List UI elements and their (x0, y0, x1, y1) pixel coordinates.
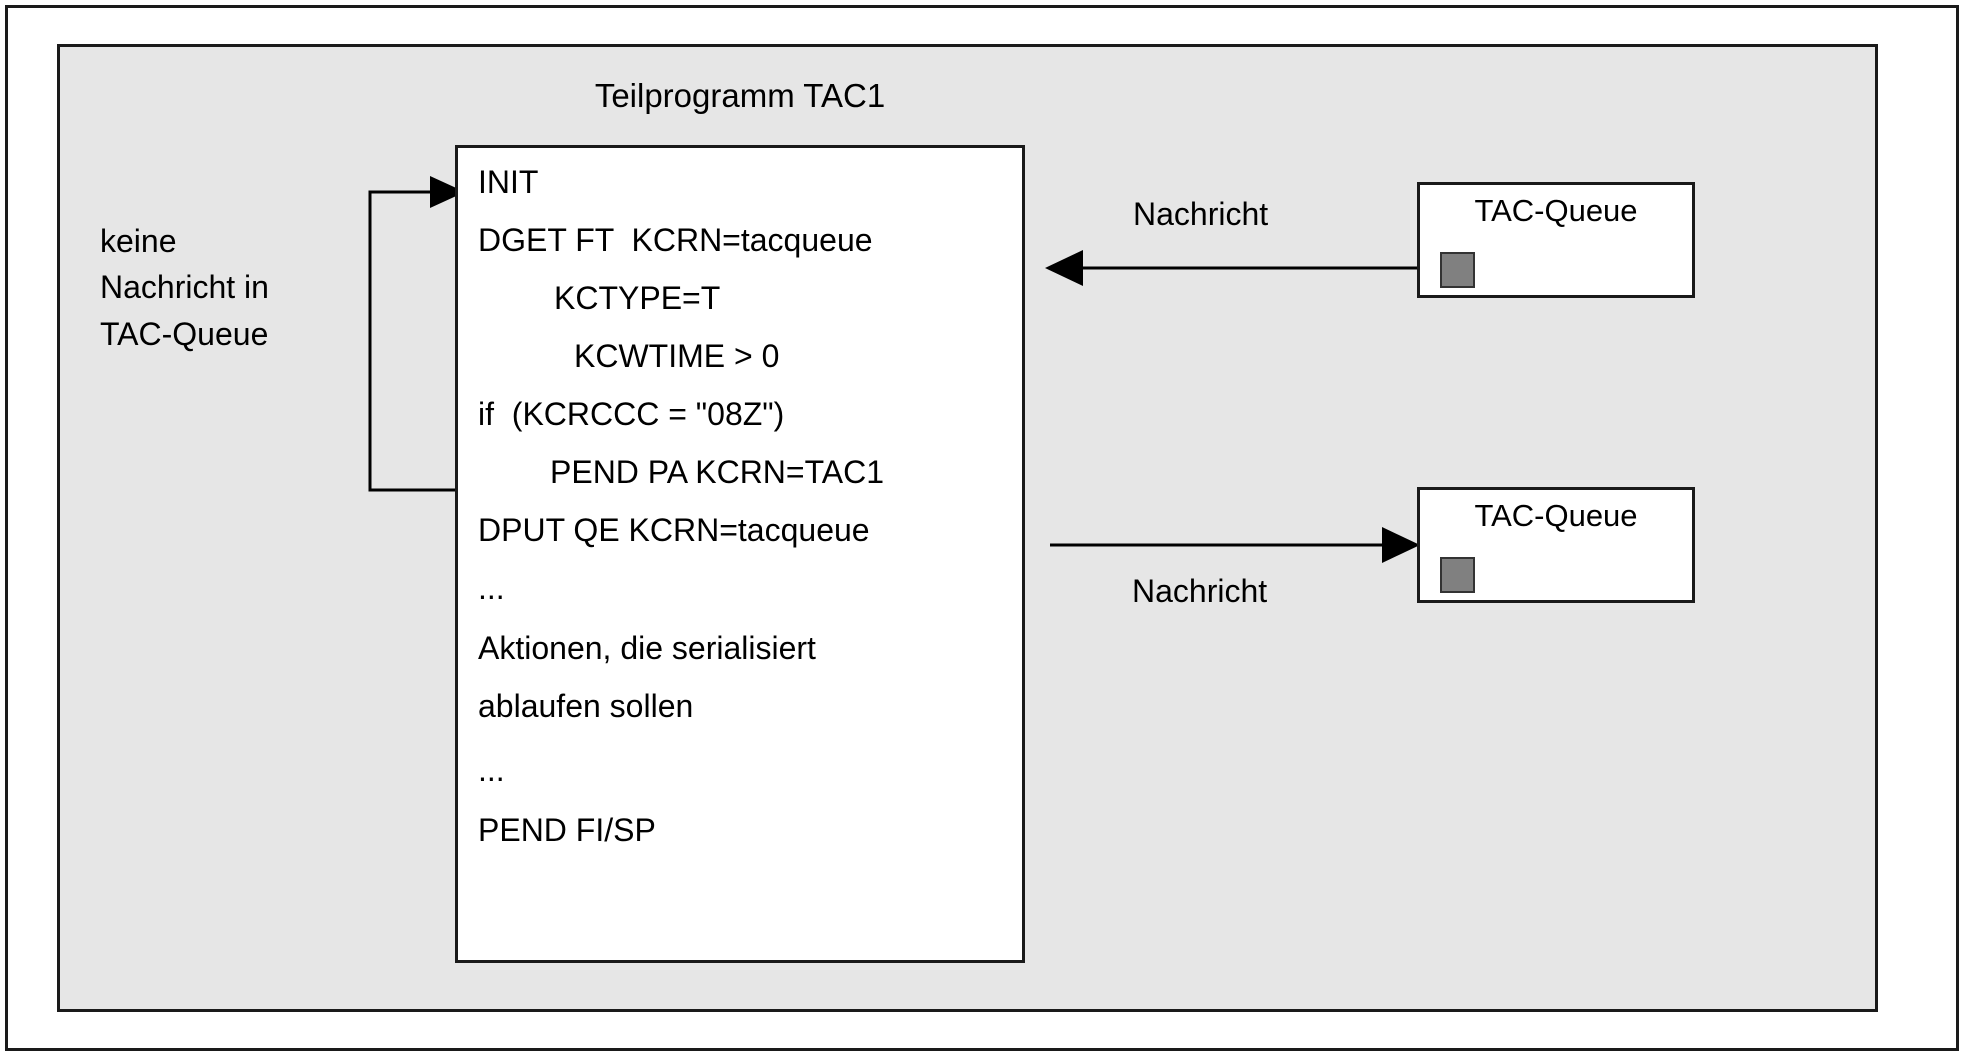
queue-slot-icon (1440, 557, 1475, 593)
message-label-incoming: Nachricht (1133, 196, 1269, 232)
code-line: ... (478, 752, 505, 788)
loop-arrow-icon (368, 176, 465, 492)
code-line: INIT (478, 164, 539, 200)
tac-queue-label: TAC-Queue (1474, 498, 1638, 533)
left-caption-line-1: keine (100, 223, 177, 259)
code-line: PEND FI/SP (478, 812, 656, 848)
code-line: ablaufen sollen (478, 688, 694, 724)
message-label-outgoing: Nachricht (1132, 573, 1268, 609)
code-line: ... (478, 570, 505, 606)
tac-queue-box-top: TAC-Queue (1417, 182, 1695, 298)
code-line: PEND PA KCRN=TAC1 (550, 454, 885, 490)
code-block-box: INIT DGET FT KCRN=tacqueue KCTYPE=T KCWT… (455, 145, 1025, 963)
code-line: Aktionen, die serialisiert (478, 630, 816, 666)
code-line: DPUT QE KCRN=tacqueue (478, 512, 870, 548)
left-caption: keine Nachricht in TAC-Queue (100, 218, 400, 357)
code-line: KCWTIME > 0 (574, 338, 780, 374)
tac-queue-label: TAC-Queue (1474, 193, 1638, 228)
queue-slot-icon (1440, 252, 1475, 288)
arrow-left-icon (1045, 250, 1420, 286)
tac-queue-box-bottom: TAC-Queue (1417, 487, 1695, 603)
code-line: KCTYPE=T (554, 280, 721, 316)
page-title: Teilprogramm TAC1 (594, 77, 886, 114)
code-line: if (KCRCCC = "08Z") (478, 396, 785, 432)
code-line: DGET FT KCRN=tacqueue (478, 222, 873, 258)
left-caption-line-3: TAC-Queue (100, 315, 269, 352)
left-caption-line-2: Nachricht in (100, 269, 269, 306)
code-block-lines: INIT DGET FT KCRN=tacqueue KCTYPE=T KCWT… (478, 166, 1016, 872)
arrow-right-icon (1050, 527, 1420, 563)
